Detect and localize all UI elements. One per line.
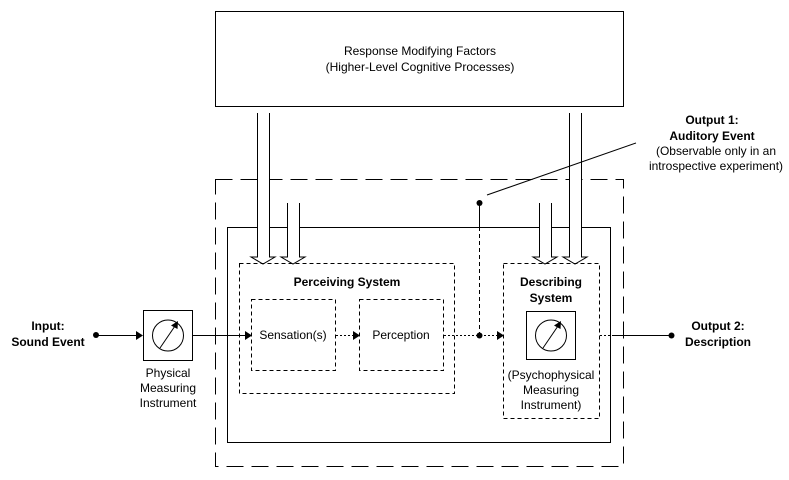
perception-label: Perception bbox=[372, 328, 429, 342]
svg-text:Input:: Input: bbox=[31, 319, 64, 333]
describing-arrowhead bbox=[497, 331, 504, 340]
svg-text:introspective experiment): introspective experiment) bbox=[649, 159, 783, 173]
response-modifying-factors-box: Response Modifying Factors (Higher-Level… bbox=[215, 11, 624, 107]
output2-node-dot bbox=[668, 332, 675, 339]
hollow-arrow-left-short bbox=[279, 203, 307, 265]
response-factors-line1: Response Modifying Factors bbox=[344, 44, 496, 58]
sensation-label: Sensation(s) bbox=[259, 328, 326, 342]
perception-box: Perception bbox=[359, 299, 444, 371]
svg-text:Auditory Event: Auditory Event bbox=[669, 129, 754, 143]
physical-gauge-icon bbox=[143, 310, 193, 361]
describing-system-box: Describing System (Psychophysical Measur… bbox=[503, 263, 600, 419]
svg-text:Physical: Physical bbox=[146, 366, 191, 380]
describing-system-title1: Describing bbox=[520, 275, 582, 289]
psychophysical-gauge-icon bbox=[526, 311, 576, 360]
hollow-arrow-right-short bbox=[531, 203, 559, 265]
perceiving-system-title: Perceiving System bbox=[294, 275, 401, 289]
describing-system-title2: System bbox=[530, 291, 573, 305]
outer-dashed-boundary bbox=[215, 179, 624, 467]
svg-text:(Observable only in an: (Observable only in an bbox=[656, 144, 776, 158]
input-label: Input: Sound Event bbox=[11, 319, 84, 349]
hollow-arrow-right-long bbox=[561, 113, 589, 265]
sensation-box: Sensation(s) bbox=[251, 299, 336, 371]
output1-leader-line bbox=[486, 142, 637, 196]
response-factors-line2: (Higher-Level Cognitive Processes) bbox=[326, 60, 515, 74]
output2-label: Output 2: Description bbox=[685, 319, 751, 349]
perception-arrowhead bbox=[353, 331, 360, 340]
hollow-arrow-left-long bbox=[249, 113, 277, 265]
output1-label: Output 1: Auditory Event (Observable onl… bbox=[649, 113, 783, 173]
psychophysical-instrument-line2: Measuring bbox=[523, 383, 579, 397]
perceiving-system-box: Perceiving System bbox=[239, 263, 455, 394]
svg-text:Sound Event: Sound Event bbox=[11, 335, 84, 349]
sensation-arrowhead bbox=[245, 331, 252, 340]
psychophysical-instrument-line3: Instrument) bbox=[521, 398, 582, 412]
psychophysical-instrument-line1: (Psychophysical bbox=[508, 368, 595, 382]
svg-text:Measuring: Measuring bbox=[140, 381, 196, 395]
physical-instrument-label: Physical Measuring Instrument bbox=[140, 366, 197, 410]
svg-text:Output 1:: Output 1: bbox=[685, 113, 738, 127]
input-arrowhead bbox=[136, 331, 143, 340]
junction-dot bbox=[476, 332, 483, 339]
output1-node-dot bbox=[476, 200, 483, 206]
svg-text:Instrument: Instrument bbox=[140, 396, 197, 410]
svg-text:Description: Description bbox=[685, 335, 751, 349]
svg-text:Output 2:: Output 2: bbox=[691, 319, 744, 333]
